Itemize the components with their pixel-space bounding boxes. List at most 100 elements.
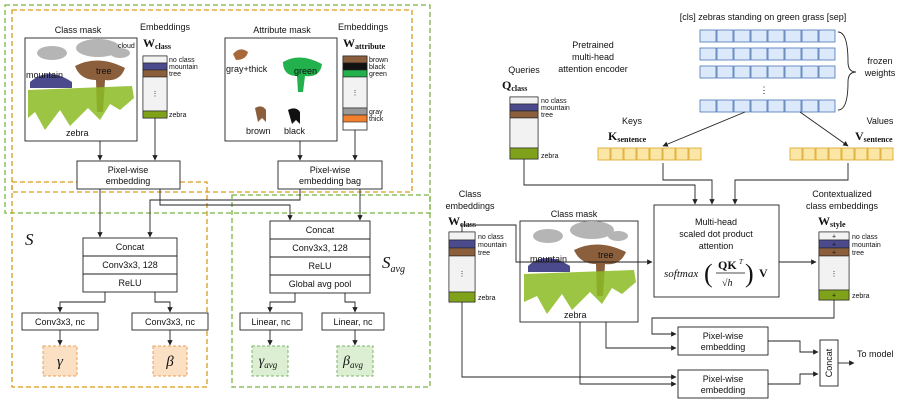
key-value-token-rows <box>597 147 894 161</box>
encoder-token-cell <box>733 29 751 43</box>
pixel-wise-embedding-bag <box>277 160 383 190</box>
class-embeddings-caption: Class <box>459 189 482 199</box>
w-class-right-row-0: no class <box>478 234 504 241</box>
attention-box <box>653 204 780 298</box>
q-class-symbol: Qclass <box>502 78 527 93</box>
encoder-label: Pretrained <box>572 40 614 50</box>
attribute-label-brown: brown <box>246 126 271 136</box>
orange-dashed-region-top <box>11 9 413 193</box>
attention-line2: scaled dot product <box>679 229 753 239</box>
encoder-token-cell <box>818 65 836 79</box>
svg-text:attention encoder: attention encoder <box>558 64 628 74</box>
svg-text:class embeddings: class embeddings <box>806 201 879 211</box>
frozen-brace <box>837 31 857 111</box>
attention-line1: Multi-head <box>695 217 737 227</box>
sentence-token-cell <box>789 147 803 161</box>
encoder-token-cell <box>716 65 734 79</box>
q-class-row-3: zebra <box>541 153 559 160</box>
encoder-token-cell <box>784 29 802 43</box>
svg-text:⋮: ⋮ <box>459 271 466 278</box>
w-style-plus-2: + <box>832 250 836 257</box>
encoder-token-cell <box>716 99 734 113</box>
w-style-row-3: zebra <box>852 293 870 300</box>
savg-head-beta-label: Linear, nc <box>333 317 373 327</box>
class-mask-right-label-tree: tree <box>598 250 614 260</box>
w-attribute-row-1: black <box>369 64 386 71</box>
savg-head-beta <box>321 312 385 331</box>
encoder-token-cell <box>784 65 802 79</box>
sentence-token-cell <box>675 147 689 161</box>
sentence-token-cell <box>802 147 816 161</box>
encoder-token-cell <box>716 47 734 61</box>
encoder-token-cell <box>733 47 751 61</box>
pixel-wise-embedding-right-1 <box>677 326 769 356</box>
sentence-token-cell <box>841 147 855 161</box>
w-class-right-row-3: zebra <box>478 295 496 302</box>
class-mask-right-title: Class mask <box>551 209 598 219</box>
encoder-token-cell <box>750 29 768 43</box>
w-style-row-0: no class <box>852 234 878 241</box>
w-style-plus-3: + <box>832 293 836 300</box>
svg-text:⋮: ⋮ <box>831 271 838 278</box>
svg-text:⋮: ⋮ <box>352 90 359 97</box>
class-mask-label-mountain: mountain <box>26 70 63 80</box>
gamma-symbol: γ <box>57 354 64 370</box>
class-mask-title: Class mask <box>55 25 102 35</box>
class-mask-label-zebra: zebra <box>66 128 89 138</box>
w-attribute-row-0: brown <box>369 57 388 64</box>
svg-text:V: V <box>759 266 768 280</box>
encoder-token-cell <box>716 29 734 43</box>
savg-branch-stack <box>269 220 371 294</box>
svg-text:√h: √h <box>722 278 733 289</box>
encoder-token-cell <box>750 99 768 113</box>
w-class-right-row-1: mountain <box>478 242 507 249</box>
encoder-token-cell <box>699 65 717 79</box>
frozen-weights-label: frozen <box>867 56 892 66</box>
svg-text:embeddings: embeddings <box>445 201 495 211</box>
w-style-row-2: tree <box>852 250 864 257</box>
class-mask-right-drawing <box>524 221 636 314</box>
attribute-mask-drawing <box>233 49 322 124</box>
savg-head-gamma <box>239 312 303 331</box>
w-style-matrix: ⋮ <box>818 231 850 301</box>
sentence-token-cell <box>867 147 881 161</box>
encoder-token-cell <box>750 47 768 61</box>
encoder-token-cell <box>767 47 785 61</box>
class-mask-drawing <box>28 39 134 130</box>
w-class-row-1: mountain <box>169 64 198 71</box>
encoder-ellipsis: ⋮ <box>760 85 769 95</box>
keys-caption: Keys <box>622 116 643 126</box>
svg-text:⋮: ⋮ <box>152 91 159 98</box>
encoder-token-cell <box>699 29 717 43</box>
encoder-token-cell <box>767 29 785 43</box>
sentence-token-cell <box>649 147 663 161</box>
svg-text:softmax: softmax <box>664 268 698 280</box>
w-attribute-row-3: gray <box>369 109 383 116</box>
sentence-token-cell <box>662 147 676 161</box>
svg-text:(: ( <box>704 259 713 288</box>
sentence-token-cell <box>636 147 650 161</box>
sentence-token-cell <box>880 147 894 161</box>
encoder-token-cell <box>767 65 785 79</box>
queries-caption: Queries <box>508 65 540 75</box>
w-class-symbol: Wclass <box>143 36 171 51</box>
encoder-token-cell <box>750 65 768 79</box>
svg-text:multi-head: multi-head <box>572 52 614 62</box>
s-relu: ReLU <box>118 278 141 288</box>
q-class-row-1: mountain <box>541 105 570 112</box>
encoder-token-cell <box>784 47 802 61</box>
class-mask-right-label-zebra: zebra <box>564 310 587 320</box>
svg-text:QK: QK <box>718 258 737 272</box>
pixel-wise-embedding-right-2 <box>677 369 769 399</box>
gamma-avg-symbol: γavg <box>259 354 278 370</box>
s-concat: Concat <box>116 242 145 252</box>
svg-text:embedding bag: embedding bag <box>299 176 361 186</box>
to-model-label: To model <box>857 349 894 359</box>
beta-avg-symbol: βavg <box>342 354 363 370</box>
w-attribute-matrix: ⋮ <box>342 55 368 131</box>
attribute-label-green: green <box>294 66 317 76</box>
values-caption: Values <box>867 116 894 126</box>
encoder-token-grid: ⋮ <box>699 29 836 113</box>
q-class-matrix <box>509 96 539 160</box>
savg-conv: Conv3x3, 128 <box>292 243 348 253</box>
